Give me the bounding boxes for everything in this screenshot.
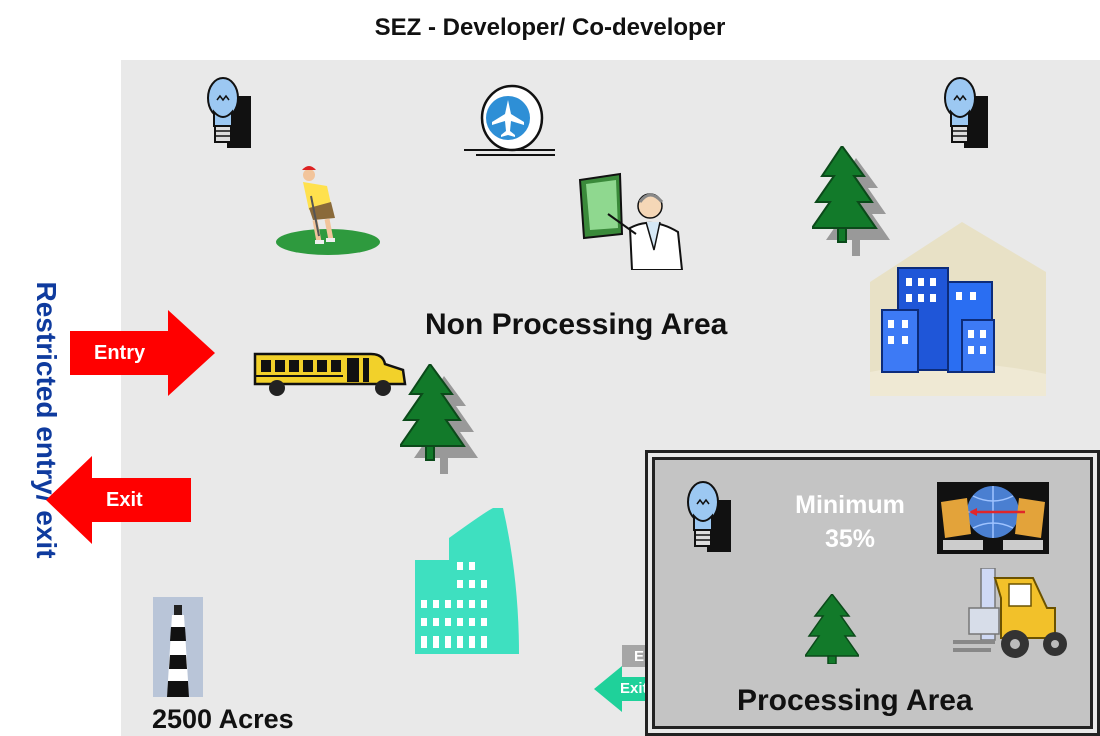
presenter-icon [578, 172, 688, 270]
light-bulb-icon [685, 480, 735, 555]
school-bus-icon [251, 346, 409, 398]
page-title: SEZ - Developer/ Co-developer [374, 14, 726, 41]
entry-label: Entry [94, 342, 146, 364]
pine-tree-icon [805, 594, 859, 664]
minimum-text: Minimum [795, 491, 905, 519]
light-bulb-icon [942, 76, 992, 151]
golfer-icon [275, 162, 383, 258]
processing-area-inner: Minimum 35% [652, 457, 1093, 729]
airplane-icon [462, 84, 557, 159]
minimum-label: Minimum 35% [775, 488, 925, 556]
exit-arrow: Exit [46, 456, 191, 544]
light-bulb-icon [205, 76, 255, 151]
office-building-icon [870, 222, 1046, 396]
non-processing-area-label: Non Processing Area [425, 308, 728, 341]
area-label: 2500 Acres [152, 704, 294, 734]
tall-building-icon [415, 508, 520, 654]
forklift-icon [951, 568, 1071, 664]
processing-exit-label: Exit [620, 680, 648, 697]
processing-area-box: Minimum 35% [645, 450, 1100, 736]
restricted-entry-label: Restricted entry/ exit [0, 0, 62, 736]
exit-label: Exit [106, 489, 143, 511]
lighthouse-icon [153, 597, 203, 697]
pine-tree-icon [812, 146, 892, 258]
entry-arrow: Entry [70, 310, 215, 396]
processing-area-label: Processing Area [737, 684, 973, 717]
computer-exchange-icon [937, 482, 1049, 554]
minimum-value: 35% [824, 525, 876, 553]
pine-tree-icon [400, 364, 480, 476]
